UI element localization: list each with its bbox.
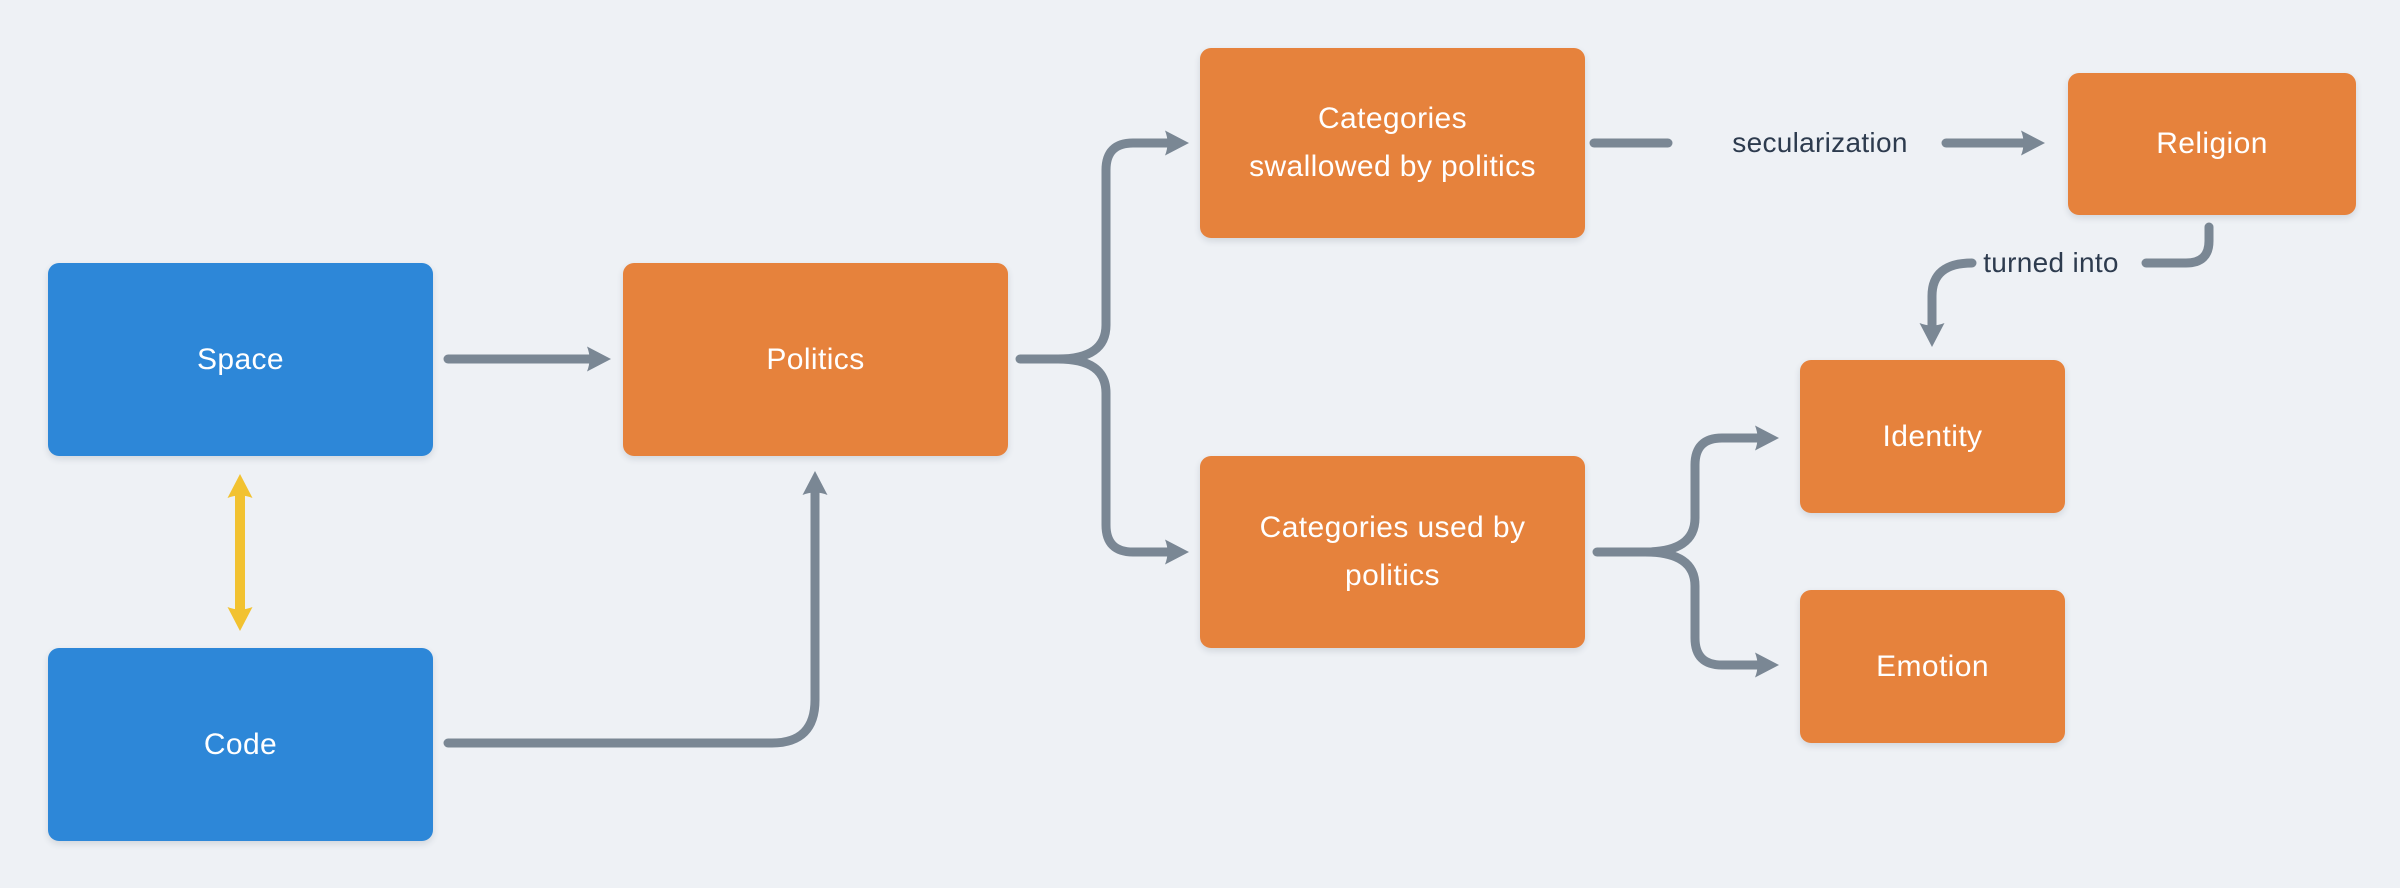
- node-politics[interactable]: Politics: [623, 263, 1008, 456]
- node-space[interactable]: Space: [48, 263, 433, 456]
- node-categories-used-by-politics[interactable]: Categories used by politics: [1200, 456, 1585, 648]
- node-space-label: Space: [196, 342, 285, 376]
- node-categories-swallowed-label: Categories swallowed by politics: [1249, 102, 1536, 183]
- edge-code-politics[interactable]: [443, 471, 828, 748]
- node-categories-used-label: Categories used by politics: [1259, 511, 1526, 592]
- node-code-label: Code: [203, 727, 278, 761]
- node-religion-label: Religion: [2156, 127, 2268, 160]
- edge-label-secularization[interactable]: secularization: [1732, 127, 1908, 158]
- edge-politics-categories-fork[interactable]: [1015, 130, 1189, 565]
- edge-label-turned-into[interactable]: turned into: [1983, 247, 2119, 278]
- node-emotion-label: Emotion: [1876, 649, 1989, 683]
- node-identity-label: Identity: [1882, 419, 1983, 453]
- node-code[interactable]: Code: [48, 648, 433, 841]
- node-categories-swallowed-by-politics[interactable]: Categories swallowed by politics: [1200, 48, 1585, 238]
- node-politics-label: Politics: [766, 342, 865, 376]
- edge-religion-identity[interactable]: [1919, 222, 2214, 347]
- node-identity[interactable]: Identity: [1800, 360, 2065, 513]
- node-emotion[interactable]: Emotion: [1800, 590, 2065, 743]
- edge-used-identity-emotion-fork[interactable]: [1592, 425, 1779, 678]
- node-religion[interactable]: Religion: [2068, 73, 2356, 215]
